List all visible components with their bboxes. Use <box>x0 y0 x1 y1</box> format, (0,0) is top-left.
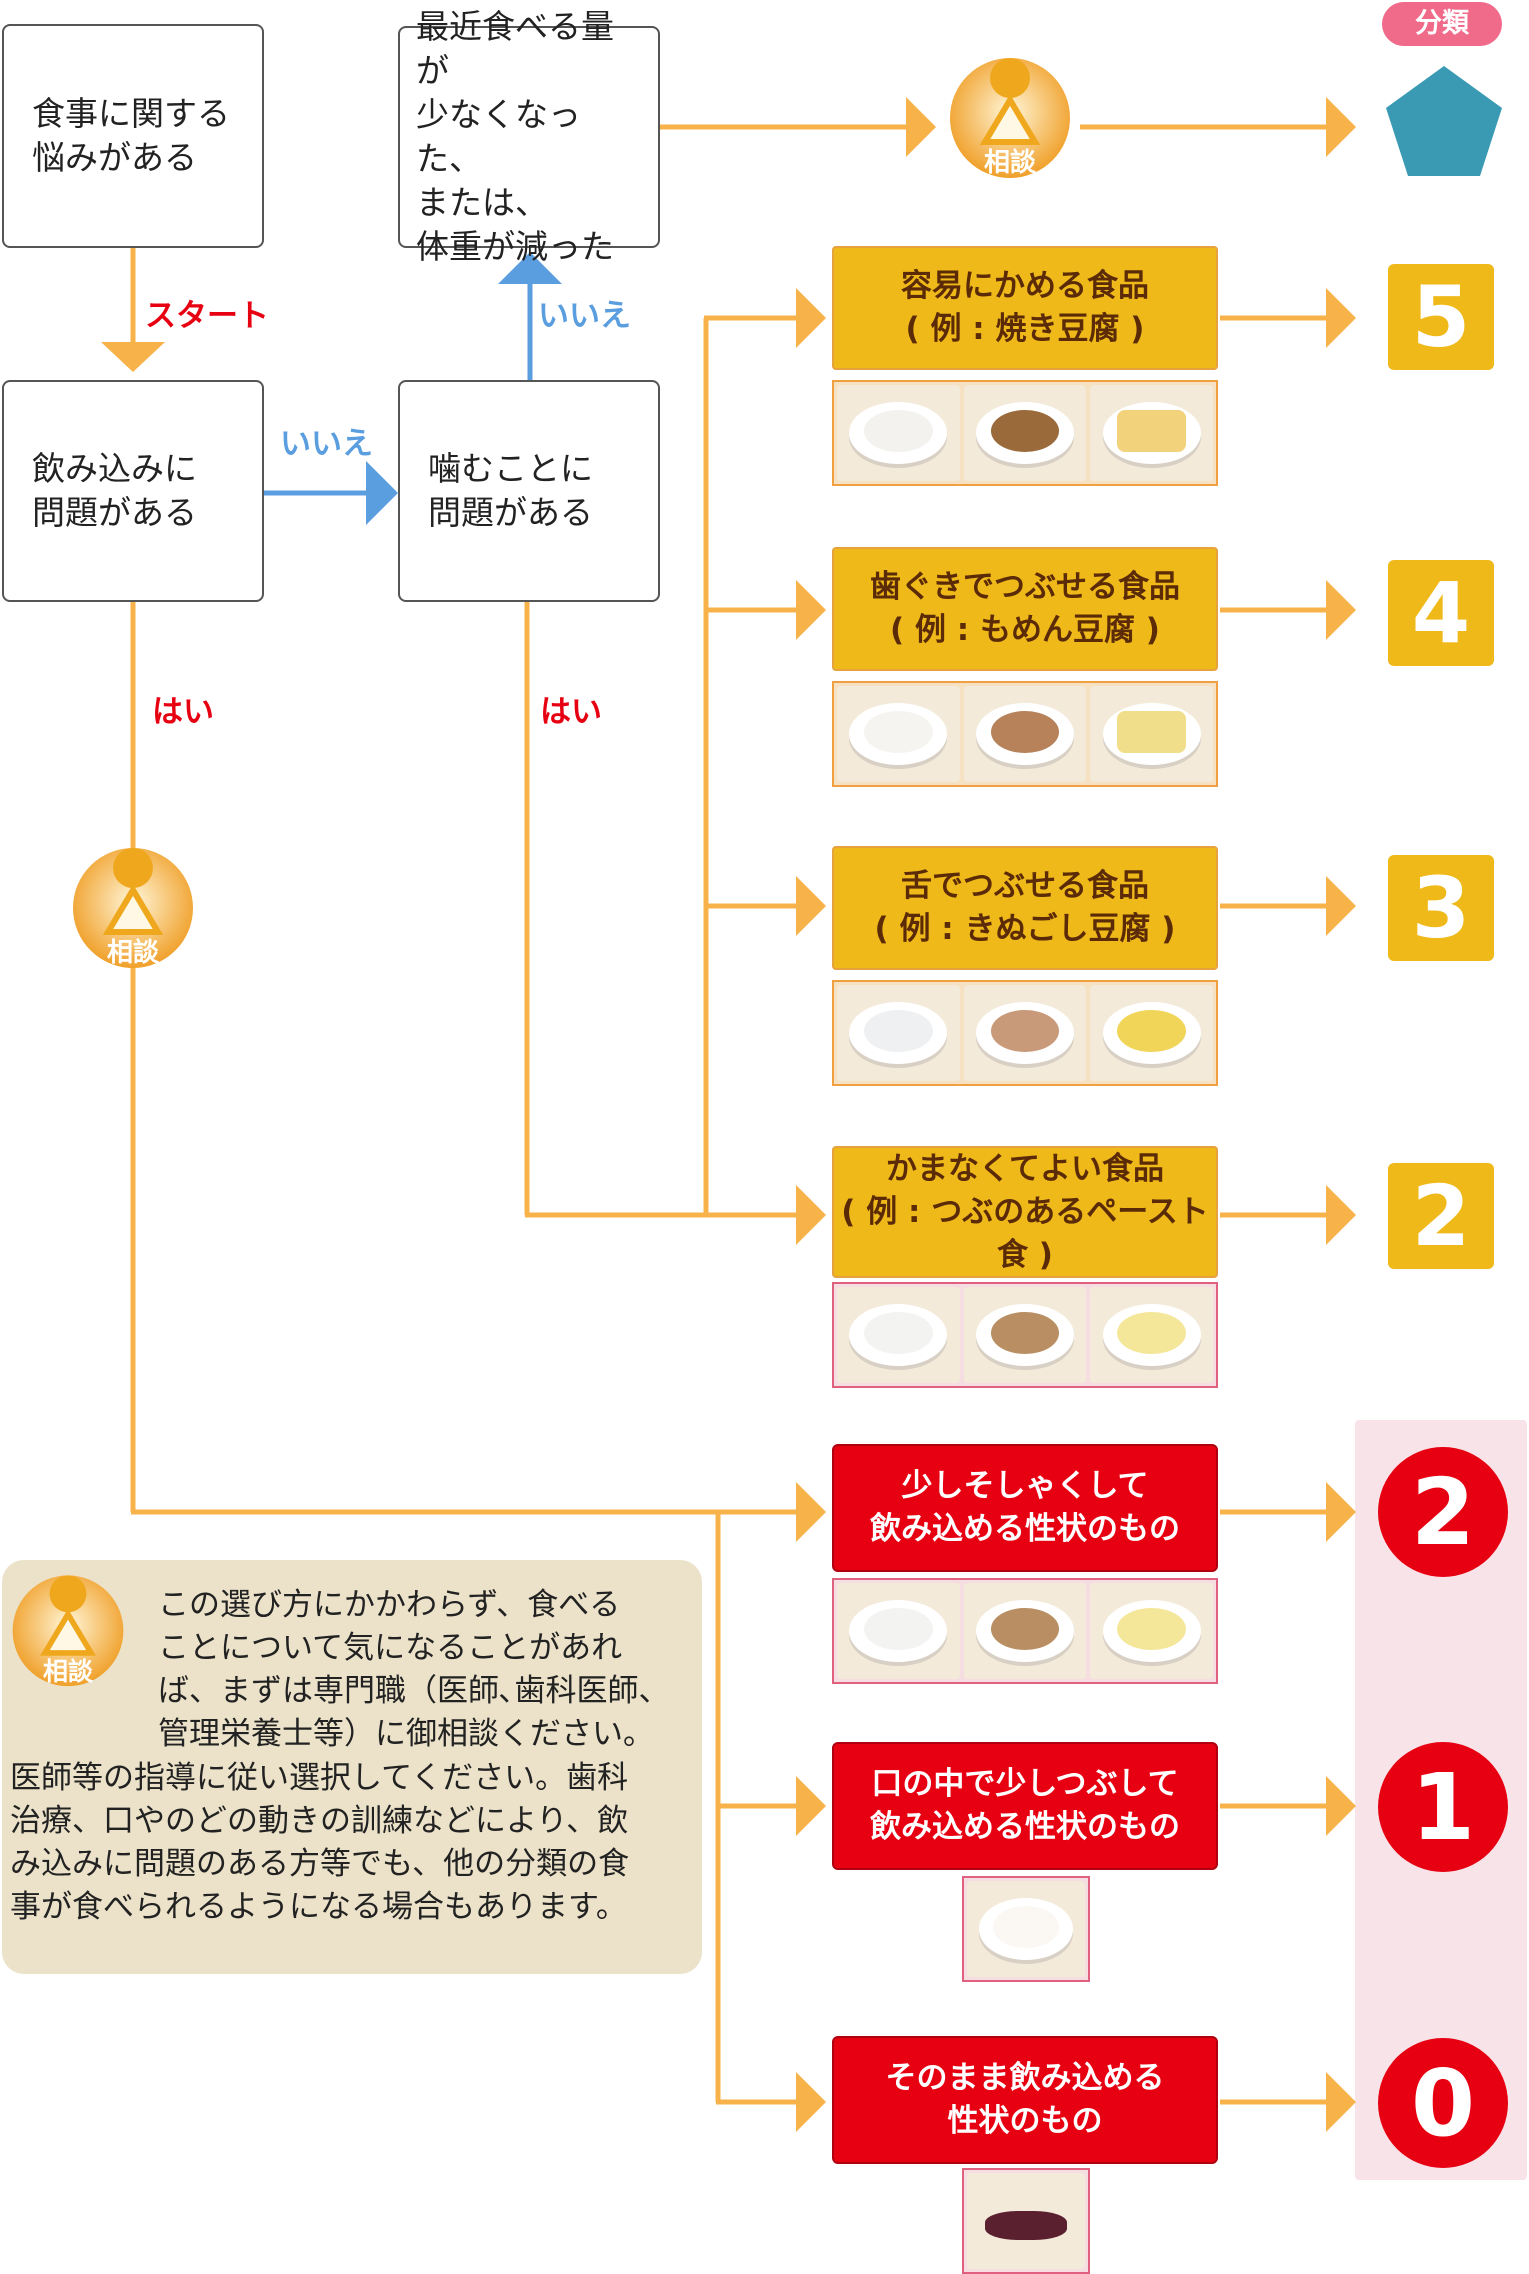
question-meal-concern: 食事に関する 悩みがある <box>2 24 264 248</box>
question-chewing: 噛むことに 問題がある <box>398 380 660 602</box>
swallow-number-2: 2 <box>1378 1447 1508 1577</box>
swallow-category-0-photo <box>962 2168 1090 2274</box>
category-number-3: 3 <box>1388 855 1494 961</box>
consult-label-top: 相談 <box>983 148 1036 178</box>
no-label-swallow: いいえ <box>280 426 373 462</box>
category-5-photos <box>832 380 1218 486</box>
food-photo <box>963 1287 1087 1383</box>
note-line-6: 治療、口やのどの動きの訓練などにより、飲 <box>10 1803 629 1839</box>
food-photo <box>1090 385 1214 481</box>
question-weight-loss-text: 最近食べる量が 少なくなった、 または、 体重が減った <box>416 7 614 266</box>
swallow-category-2-title: 少しそしゃくして 飲み込める性状のもの <box>832 1444 1218 1572</box>
food-photo <box>967 1881 1085 1977</box>
food-photo <box>967 2173 1085 2269</box>
no-label-chew: いいえ <box>538 298 631 334</box>
consult-icon-left: 相談 <box>68 840 198 970</box>
category-number-4: 4 <box>1388 560 1494 666</box>
food-photo <box>837 985 960 1081</box>
food-photo <box>1090 686 1214 782</box>
note-line-4: 管理栄養士等）に御相談ください。 <box>158 1716 654 1752</box>
swallow-number-0: 0 <box>1378 2038 1508 2168</box>
category-4-photos <box>832 681 1218 787</box>
note-line-1: この選び方にかかわらず、食べる <box>158 1587 621 1623</box>
start-label: スタート <box>145 298 269 334</box>
note-line-3: ば、まずは専門職（医師､歯科医師、 <box>158 1673 670 1709</box>
question-swallowing-text: 飲み込みに 問題がある <box>32 449 197 532</box>
food-photo <box>837 686 960 782</box>
note-line-7: み込みに問題のある方等でも、他の分類の食 <box>10 1846 630 1882</box>
category-2-title: かまなくてよい食品 ( 例 : つぶのあるペースト食 ) <box>832 1146 1218 1278</box>
food-photo <box>1090 985 1214 1081</box>
question-chewing-text: 噛むことに 問題がある <box>428 449 593 532</box>
consult-icon-top: 相談 <box>945 50 1075 180</box>
food-photo <box>837 1583 960 1679</box>
consult-label-left: 相談 <box>106 938 159 968</box>
food-photo <box>963 686 1087 782</box>
food-photo <box>963 385 1087 481</box>
consult-label-note: 相談 <box>42 1657 93 1686</box>
swallow-category-1-title: 口の中で少しつぶして 飲み込める性状のもの <box>832 1742 1218 1870</box>
note-line-2: ことについて気になることがあれ <box>158 1630 623 1666</box>
food-photo <box>963 1583 1087 1679</box>
question-meal-concern-text: 食事に関する 悩みがある <box>32 94 230 177</box>
category-4-title: 歯ぐきでつぶせる食品 ( 例 : もめん豆腐 ) <box>832 547 1218 671</box>
yes-label-swallow: はい <box>152 694 214 730</box>
consult-icon-note: 相談 <box>8 1568 128 1688</box>
food-photo <box>1090 1287 1214 1383</box>
note-line-8: 事が食べられるようになる場合もあります。 <box>10 1889 627 1925</box>
food-photo <box>837 1287 960 1383</box>
food-photo <box>1090 1583 1214 1679</box>
category-number-2: 2 <box>1388 1163 1494 1269</box>
classification-badge: 分類 <box>1382 2 1502 46</box>
swallow-category-1-photo <box>962 1876 1090 1982</box>
yes-label-chew: はい <box>540 694 602 730</box>
category-5-title: 容易にかめる食品 ( 例 : 焼き豆腐 ) <box>832 246 1218 370</box>
category-3-title: 舌でつぶせる食品 ( 例 : きぬごし豆腐 ) <box>832 846 1218 970</box>
swallow-category-2-photos <box>832 1578 1218 1684</box>
swallow-category-0-title: そのまま飲み込める 性状のもの <box>832 2036 1218 2164</box>
swallow-number-1: 1 <box>1378 1742 1508 1872</box>
question-swallowing: 飲み込みに 問題がある <box>2 380 264 602</box>
food-photo <box>837 385 960 481</box>
note-line-5: 医師等の指導に従い選択してください。歯科 <box>10 1760 629 1796</box>
food-photo <box>963 985 1087 1081</box>
category-3-photos <box>832 980 1218 1086</box>
category-2-photos <box>832 1282 1218 1388</box>
question-weight-loss: 最近食べる量が 少なくなった、 または、 体重が減った <box>398 7 660 266</box>
category-number-5: 5 <box>1388 264 1494 370</box>
pentagon-icon <box>1386 66 1502 176</box>
